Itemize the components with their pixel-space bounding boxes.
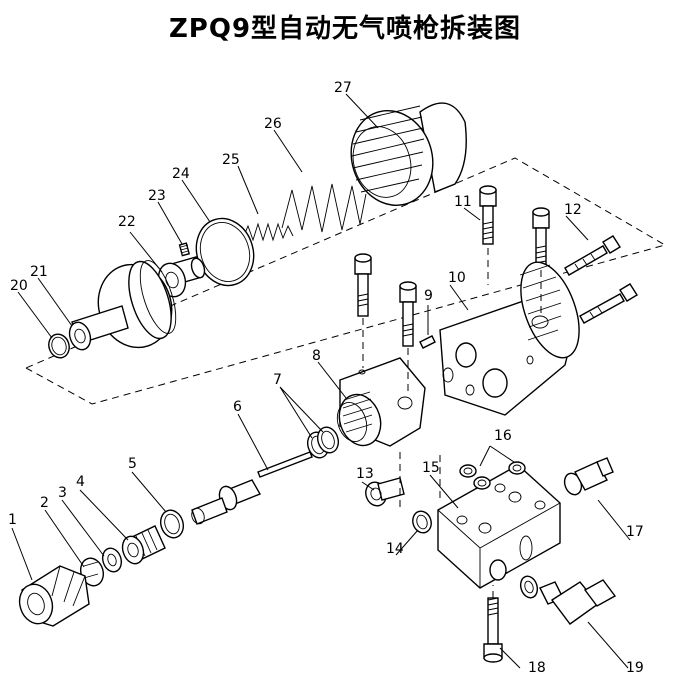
callout-15: 15	[422, 460, 440, 476]
part-10-gun-body	[439, 261, 580, 416]
callout-24: 24	[172, 166, 190, 182]
callout-21: 21	[30, 264, 48, 280]
callout-3: 3	[58, 485, 67, 501]
part-17-inlet-fitting	[563, 457, 614, 496]
part-11-bolt-second	[532, 207, 550, 269]
callout-5: 5	[128, 456, 137, 472]
part-4-nozzle-seat	[121, 525, 166, 565]
subassembly-dashed-outline	[24, 157, 667, 405]
part-6-needle	[191, 451, 313, 525]
callout-6: 6	[233, 399, 242, 415]
callout-2: 2	[40, 495, 49, 511]
callout-23: 23	[148, 188, 166, 204]
callout-9: 9	[424, 288, 433, 304]
callout-13: 13	[356, 466, 374, 482]
part-12-long-bolt	[564, 235, 621, 276]
part-1-nozzle-nut	[18, 565, 90, 627]
part-9-pin	[419, 335, 436, 349]
part-20-small-o-ring	[48, 333, 70, 359]
part-13-fitting	[365, 477, 405, 507]
part-12-long-bolt-second	[579, 283, 638, 324]
callout-11: 11	[454, 194, 472, 210]
callout-27: 27	[334, 80, 352, 96]
part-15-valve-block	[437, 464, 561, 589]
callout-14: 14	[386, 541, 404, 557]
part-23-set-screw	[178, 242, 191, 257]
callout-22: 22	[118, 214, 136, 230]
callout-10: 10	[448, 270, 466, 286]
part-8-bolt	[354, 253, 372, 317]
assembly-guide-lines	[362, 248, 542, 598]
callout-20: 20	[10, 278, 28, 294]
part-25-small-spring	[242, 222, 294, 242]
callout-26: 26	[264, 116, 282, 132]
callout-4: 4	[76, 474, 85, 490]
part-7-o-rings	[306, 426, 340, 459]
callout-12: 12	[564, 202, 582, 218]
callout-16: 16	[494, 428, 512, 444]
callout-leaders	[11, 93, 631, 669]
callout-18: 18	[528, 660, 546, 676]
part-14-ring	[412, 510, 432, 534]
part-19-elbow-fitting	[519, 575, 617, 625]
part-16-seal-rings	[459, 461, 526, 490]
part-26-large-spring	[281, 183, 367, 233]
callout-17: 17	[626, 524, 644, 540]
part-18-bolt	[483, 597, 503, 663]
callout-25: 25	[222, 152, 240, 168]
callout-1: 1	[8, 512, 17, 528]
part-5-o-ring	[159, 509, 185, 539]
part-8-bolt-second	[399, 281, 417, 347]
callout-19: 19	[626, 660, 644, 676]
part-21-piston	[68, 260, 177, 351]
part-24-o-ring	[195, 217, 255, 287]
callout-labels: 1 2 3 4 5 6 7 8 9 10 11 12 13 14 15 16 1…	[8, 80, 644, 676]
part-3-washer	[101, 547, 123, 573]
callout-8: 8	[312, 348, 321, 364]
page-title: ZPQ9型自动无气喷枪拆装图	[168, 14, 522, 44]
part-27-knurled-cap	[350, 102, 467, 206]
part-8-front-body	[336, 357, 426, 447]
part-11-bolt	[479, 185, 497, 245]
callout-7: 7	[273, 372, 282, 388]
